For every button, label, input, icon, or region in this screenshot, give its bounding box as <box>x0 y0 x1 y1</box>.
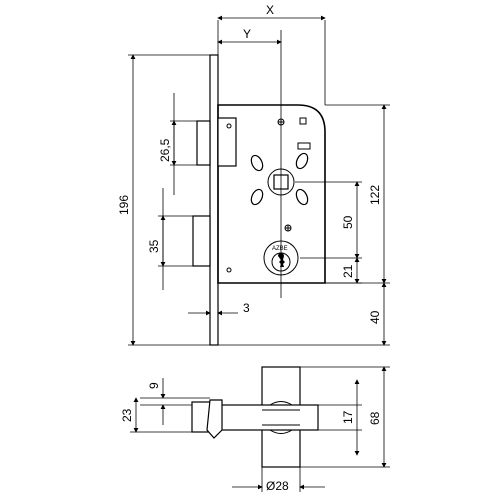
top-slot <box>297 142 311 150</box>
end-latch-bevel <box>206 399 223 439</box>
dim-diameter-label: Ø28 <box>266 479 289 493</box>
keyhole-icon <box>278 253 285 267</box>
dim-26-5-label: 26,5 <box>158 138 172 162</box>
brand-label: AZBE <box>272 246 288 252</box>
dim-50-label: 50 <box>341 215 355 229</box>
dim-122-label: 122 <box>368 185 382 205</box>
dim-68-label: 68 <box>368 411 382 425</box>
dim-35-label: 35 <box>147 239 161 253</box>
lock-body <box>217 104 326 284</box>
faceplate <box>209 54 219 346</box>
dim-40-label: 40 <box>368 310 382 324</box>
oval-hole-right-top <box>295 152 309 170</box>
end-body <box>217 404 319 431</box>
dim-17-label: 17 <box>341 410 355 424</box>
dim-21-label: 21 <box>341 264 355 278</box>
dim-23-label: 23 <box>120 408 134 422</box>
oval-hole-left-top <box>250 154 264 172</box>
end-view: 9 23 17 68 Ø28 <box>120 366 390 493</box>
dead-bolt <box>192 215 211 267</box>
dim-y-label: Y <box>243 27 251 41</box>
dim-x-label: X <box>266 3 274 17</box>
oval-hole-right-bottom <box>295 188 309 206</box>
dim-196-label: 196 <box>117 195 131 215</box>
latch-bolt <box>196 120 211 166</box>
top-square <box>299 117 307 125</box>
dim-3-label: 3 <box>243 301 250 315</box>
front-view: AZBE X Y 196 26,5 35 3 <box>117 3 390 346</box>
dim-9-label: 9 <box>147 382 161 389</box>
latch-bolt-inner <box>217 117 237 167</box>
oval-hole-left-bottom <box>250 188 264 206</box>
